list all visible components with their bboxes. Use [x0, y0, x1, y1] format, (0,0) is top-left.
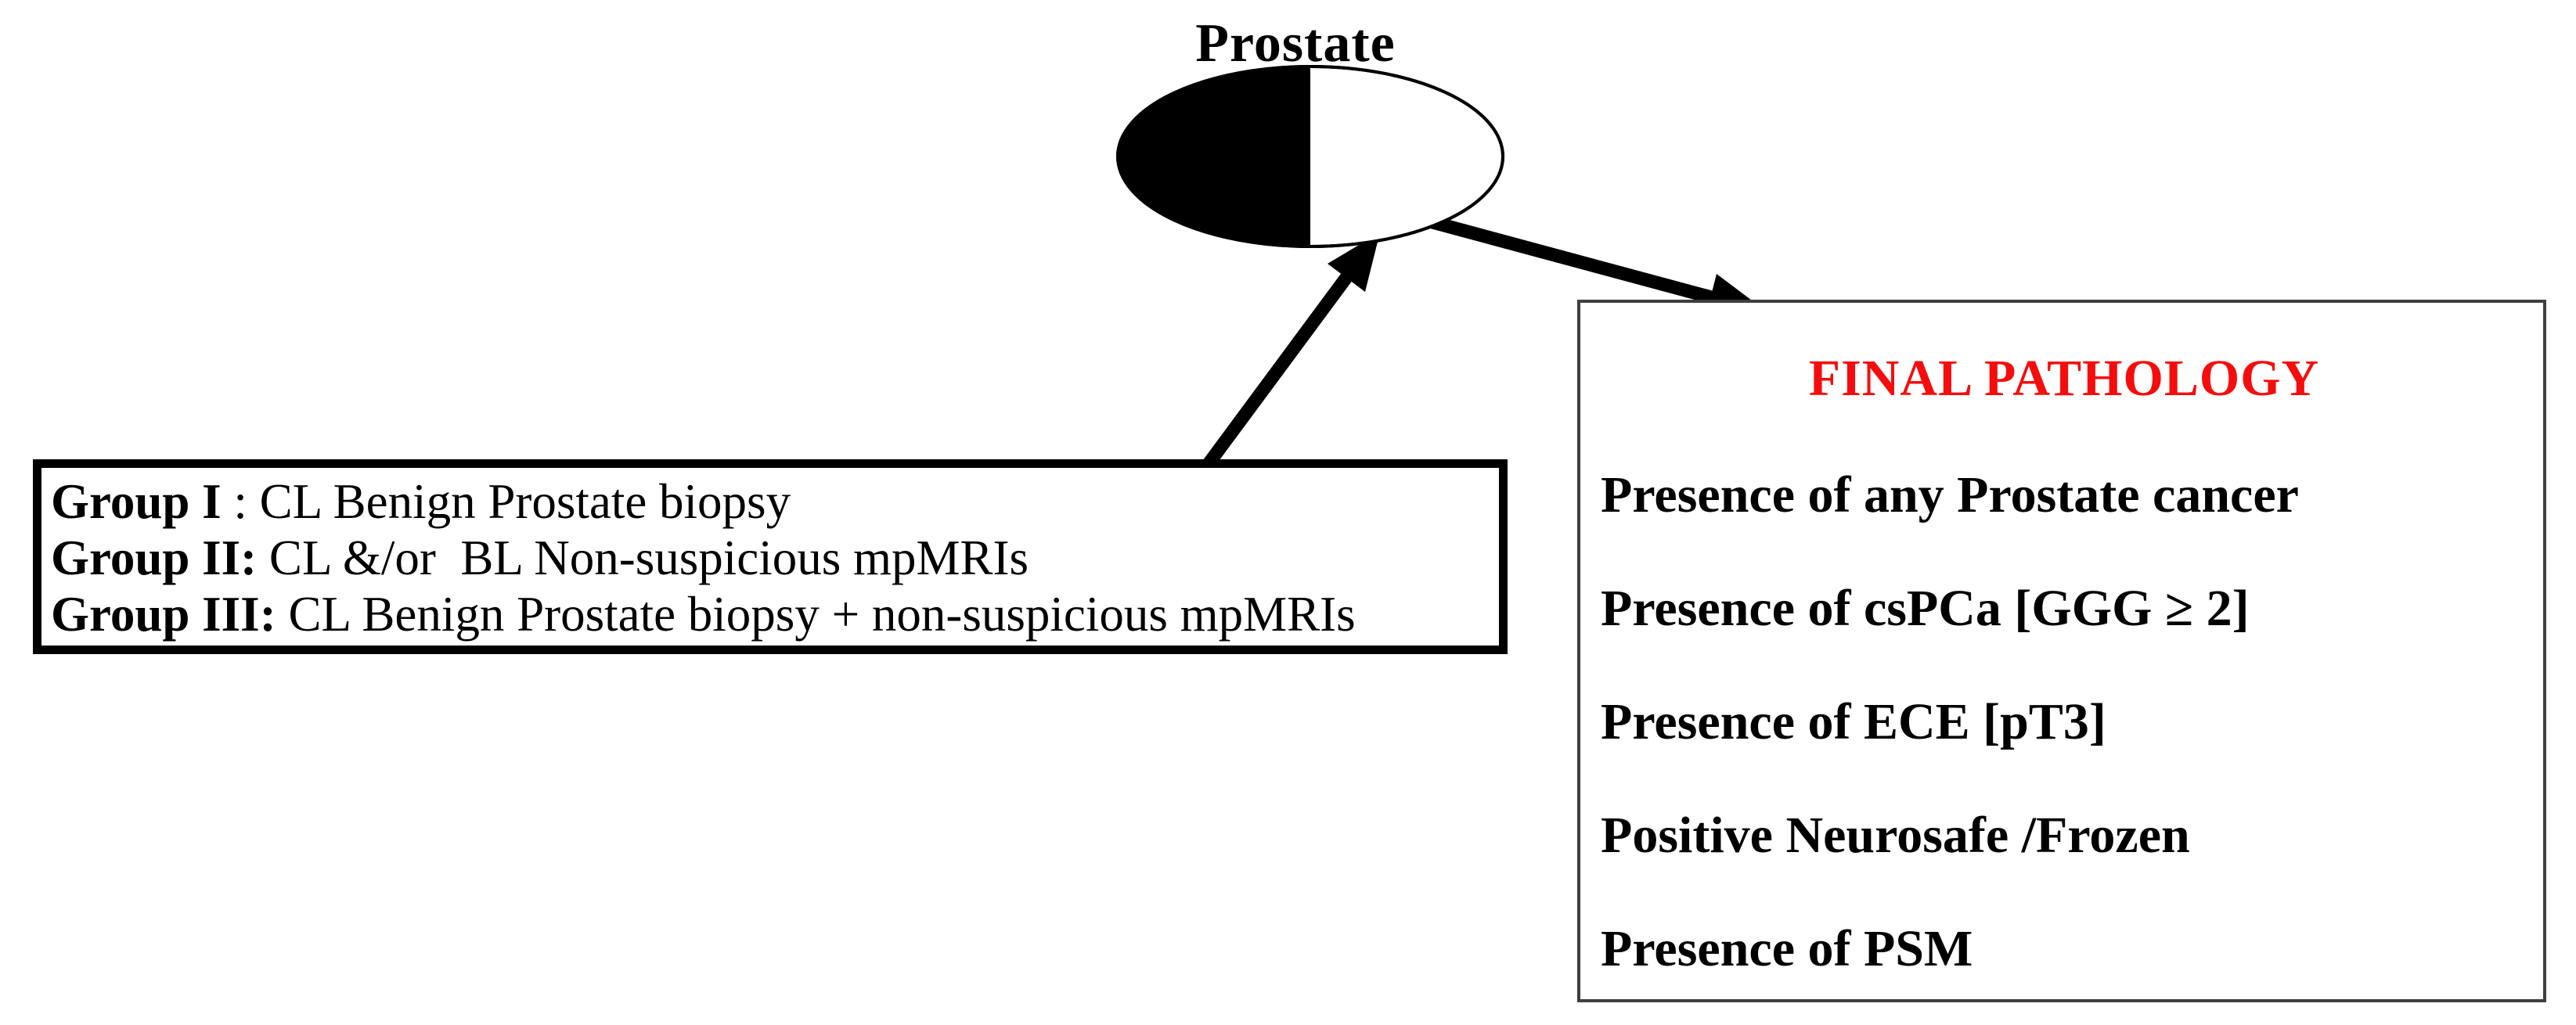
pathology-item-neurosafe: Positive Neurosafe /Frozen [1601, 807, 2190, 864]
pathology-item-cspca: Presence of csPCa [GGG ≥ 2] [1601, 580, 2250, 637]
final-pathology-box: FINAL PATHOLOGY Presence of any Prostate… [1577, 300, 2546, 1002]
group-1-label: Group I [51, 474, 222, 529]
groups-box: Group I : CL Benign Prostate biopsy Grou… [33, 459, 1508, 654]
prostate-ellipse [1116, 65, 1504, 248]
group-2-text: CL &/or BL Non-suspicious mpMRIs [257, 530, 1029, 585]
group-3-line: Group III: CL Benign Prostate biopsy + n… [51, 586, 1491, 642]
group-3-label: Group III: [51, 587, 276, 642]
arrow-groups-to-prostate [1200, 232, 1380, 473]
group-1-line: Group I : CL Benign Prostate biopsy [51, 473, 1491, 530]
group-2-line: Group II: CL &/or BL Non-suspicious mpMR… [51, 530, 1491, 586]
group-1-text: : CL Benign Prostate biopsy [221, 474, 791, 529]
pathology-item-psm: Presence of PSM [1601, 920, 1973, 977]
group-2-label: Group II: [51, 530, 258, 585]
prostate-ellipse-black-half [1118, 67, 1310, 246]
pathology-item-ece: Presence of ECE [pT3] [1601, 693, 2106, 750]
group-3-text: CL Benign Prostate biopsy + non-suspicio… [276, 587, 1356, 642]
final-pathology-title: FINAL PATHOLOGY [1808, 350, 2320, 407]
prostate-label: Prostate [1195, 13, 1396, 74]
pathology-item-any-cancer: Presence of any Prostate cancer [1601, 466, 2299, 523]
